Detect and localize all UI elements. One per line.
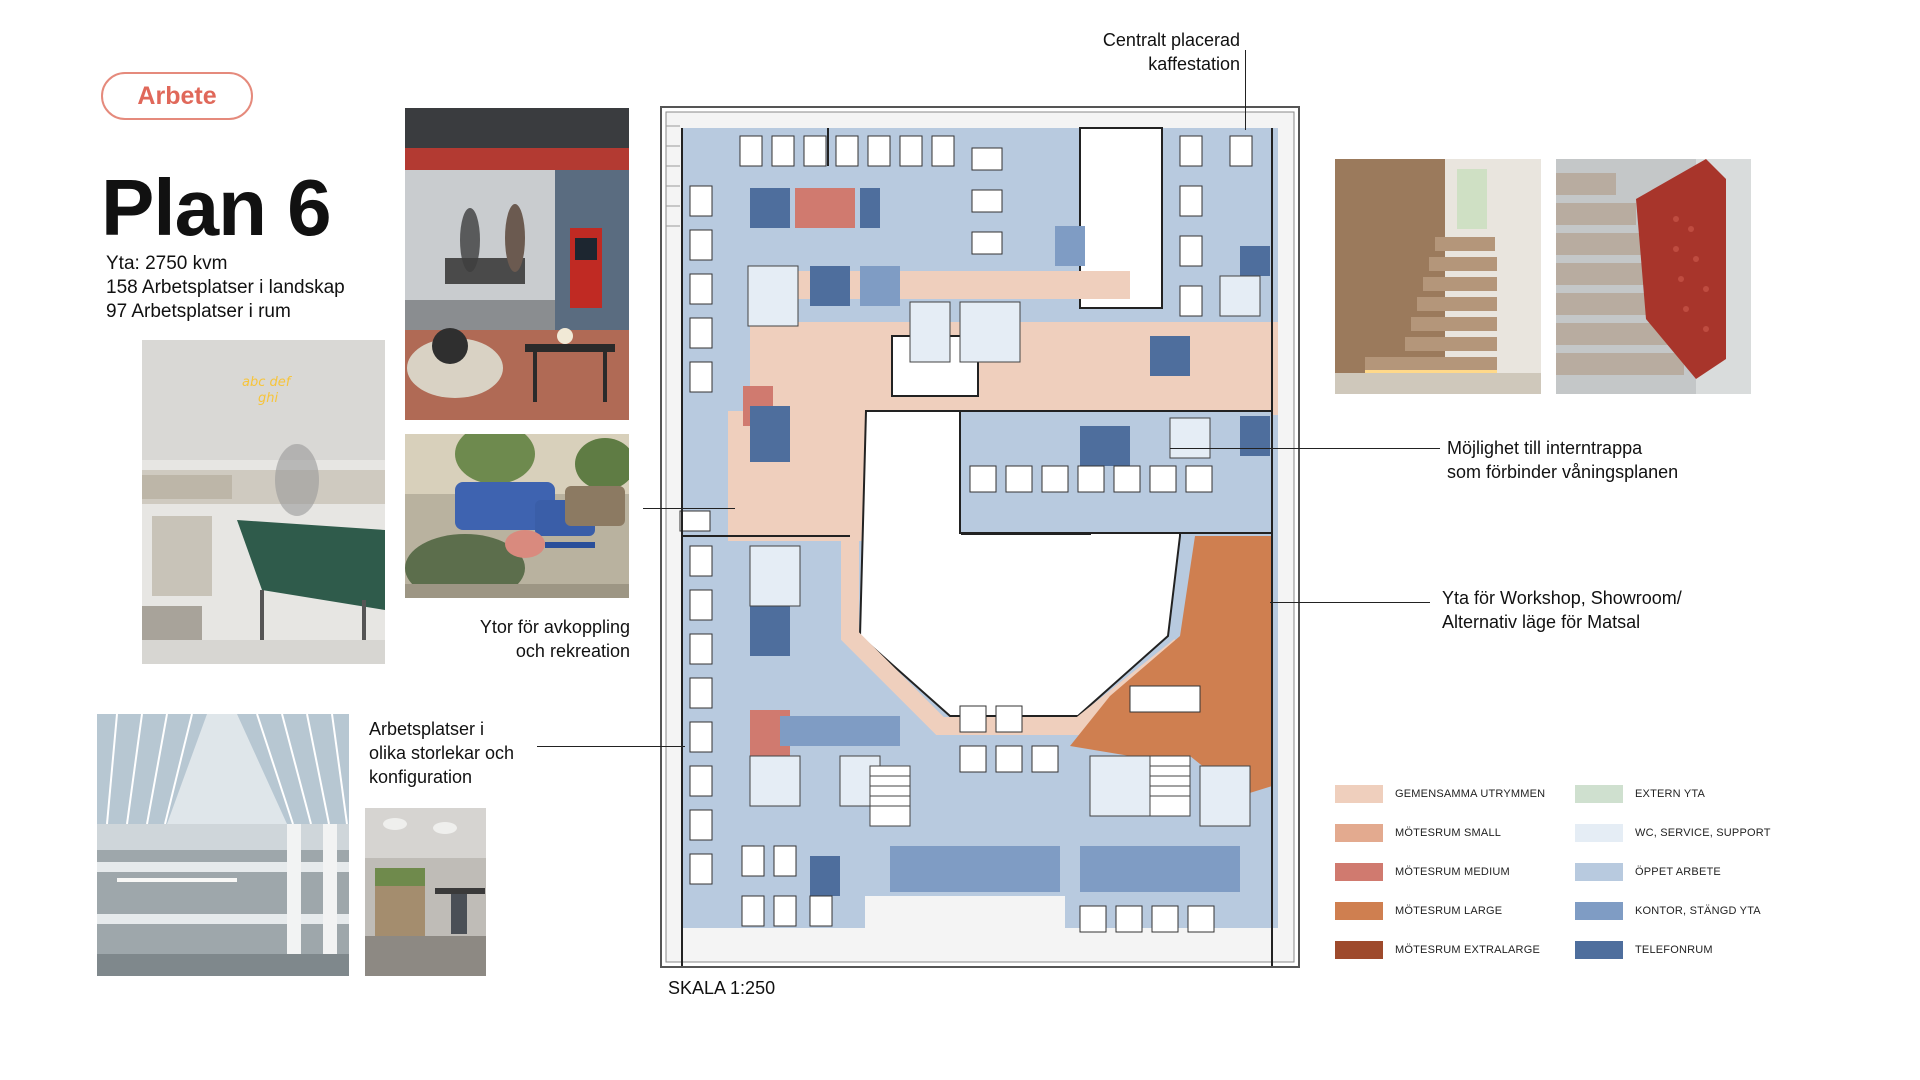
legend-item: TELEFONRUM: [1575, 941, 1713, 959]
legend-swatch: [1575, 824, 1623, 842]
legend-item: GEMENSAMMA UTRYMMEN: [1335, 785, 1545, 803]
legend-item: MÖTESRUM SMALL: [1335, 824, 1501, 842]
legend-swatch: [1335, 824, 1383, 842]
stat-area: Yta: 2750 kvm: [106, 253, 228, 274]
photo-open-office: [365, 808, 486, 976]
legend-swatch: [1575, 785, 1623, 803]
leader-coffee: [1245, 50, 1246, 130]
floor-plan: [660, 106, 1300, 968]
callout-workshop-line2: Alternativ läge för Matsal: [1442, 612, 1641, 632]
legend-label: EXTERN YTA: [1635, 788, 1706, 800]
legend-label: GEMENSAMMA UTRYMMEN: [1395, 788, 1546, 800]
legend-swatch: [1335, 785, 1383, 803]
callout-workplaces: Arbetsplatser i olika storlekar och konf…: [369, 717, 514, 789]
legend-item: KONTOR, STÄNGD YTA: [1575, 902, 1761, 920]
photo-lounge: [405, 434, 629, 598]
legend-item: MÖTESRUM MEDIUM: [1335, 863, 1510, 881]
callout-workshop: Yta för Workshop, Showroom/ Alternativ l…: [1442, 586, 1682, 634]
legend-item: WC, SERVICE, SUPPORT: [1575, 824, 1771, 842]
leader-relax: [643, 508, 735, 509]
legend-label: TELEFONRUM: [1635, 944, 1713, 956]
legend-item: ÖPPET ARBETE: [1575, 863, 1721, 881]
svg-text:abc def: abc def: [242, 375, 293, 390]
legend-label: MÖTESRUM EXTRALARGE: [1395, 944, 1540, 956]
legend-label: MÖTESRUM LARGE: [1395, 905, 1503, 917]
callout-stair-line2: som förbinder våningsplanen: [1447, 462, 1679, 482]
leader-stair: [1170, 448, 1440, 449]
callout-workplaces-line1: Arbetsplatser i: [369, 719, 485, 739]
callout-stair-line1: Möjlighet till interntrappa: [1447, 438, 1643, 458]
photo-pingpong-room: abc def ghi: [142, 340, 385, 664]
photo-staircase-red: [1556, 159, 1751, 394]
legend-swatch: [1575, 902, 1623, 920]
leader-workshop: [1270, 602, 1430, 603]
legend: GEMENSAMMA UTRYMMEN MÖTESRUM SMALL MÖTES…: [1335, 785, 1775, 965]
callout-relax-line1: Ytor för avkoppling: [479, 617, 630, 637]
callout-relax-line2: och rekreation: [515, 641, 630, 661]
photo-game-room: [405, 108, 629, 420]
callout-coffee-line2: kaffestation: [1148, 54, 1240, 74]
legend-swatch: [1335, 863, 1383, 881]
stat-landscape-desks: 158 Arbetsplatser i landskap: [106, 277, 345, 298]
callout-workplaces-line2: olika storlekar och: [369, 743, 515, 763]
callout-coffee: Centralt placerad kaffestation: [1060, 28, 1240, 76]
callout-relax: Ytor för avkoppling och rekreation: [440, 615, 630, 663]
legend-swatch: [1335, 941, 1383, 959]
legend-label: MÖTESRUM SMALL: [1395, 827, 1502, 839]
legend-label: ÖPPET ARBETE: [1635, 866, 1721, 878]
legend-label: KONTOR, STÄNGD YTA: [1635, 905, 1761, 917]
legend-item: EXTERN YTA: [1575, 785, 1705, 803]
legend-label: WC, SERVICE, SUPPORT: [1635, 827, 1771, 839]
legend-swatch: [1575, 941, 1623, 959]
section-tag: Arbete: [101, 72, 253, 120]
stats-block: Yta: 2750 kvm 158 Arbetsplatser i landsk…: [106, 252, 345, 324]
stat-room-desks: 97 Arbetsplatser i rum: [106, 301, 291, 322]
svg-text:ghi: ghi: [258, 391, 278, 406]
callout-coffee-line1: Centralt placerad: [1102, 30, 1240, 50]
leader-workplaces: [537, 746, 685, 747]
legend-item: MÖTESRUM LARGE: [1335, 902, 1502, 920]
legend-swatch: [1575, 863, 1623, 881]
photo-staircase-wood: [1335, 159, 1541, 394]
callout-workplaces-line3: konfiguration: [369, 767, 473, 787]
callout-workshop-line1: Yta för Workshop, Showroom/: [1442, 588, 1682, 608]
scale-label: SKALA 1:250: [668, 978, 776, 998]
callout-stair: Möjlighet till interntrappa som förbinde…: [1447, 436, 1678, 484]
legend-label: MÖTESRUM MEDIUM: [1395, 866, 1510, 878]
legend-swatch: [1335, 902, 1383, 920]
photo-atrium: [97, 714, 349, 976]
section-tag-label: Arbete: [137, 81, 217, 110]
legend-item: MÖTESRUM EXTRALARGE: [1335, 941, 1540, 959]
page-title: Plan 6: [101, 163, 332, 252]
